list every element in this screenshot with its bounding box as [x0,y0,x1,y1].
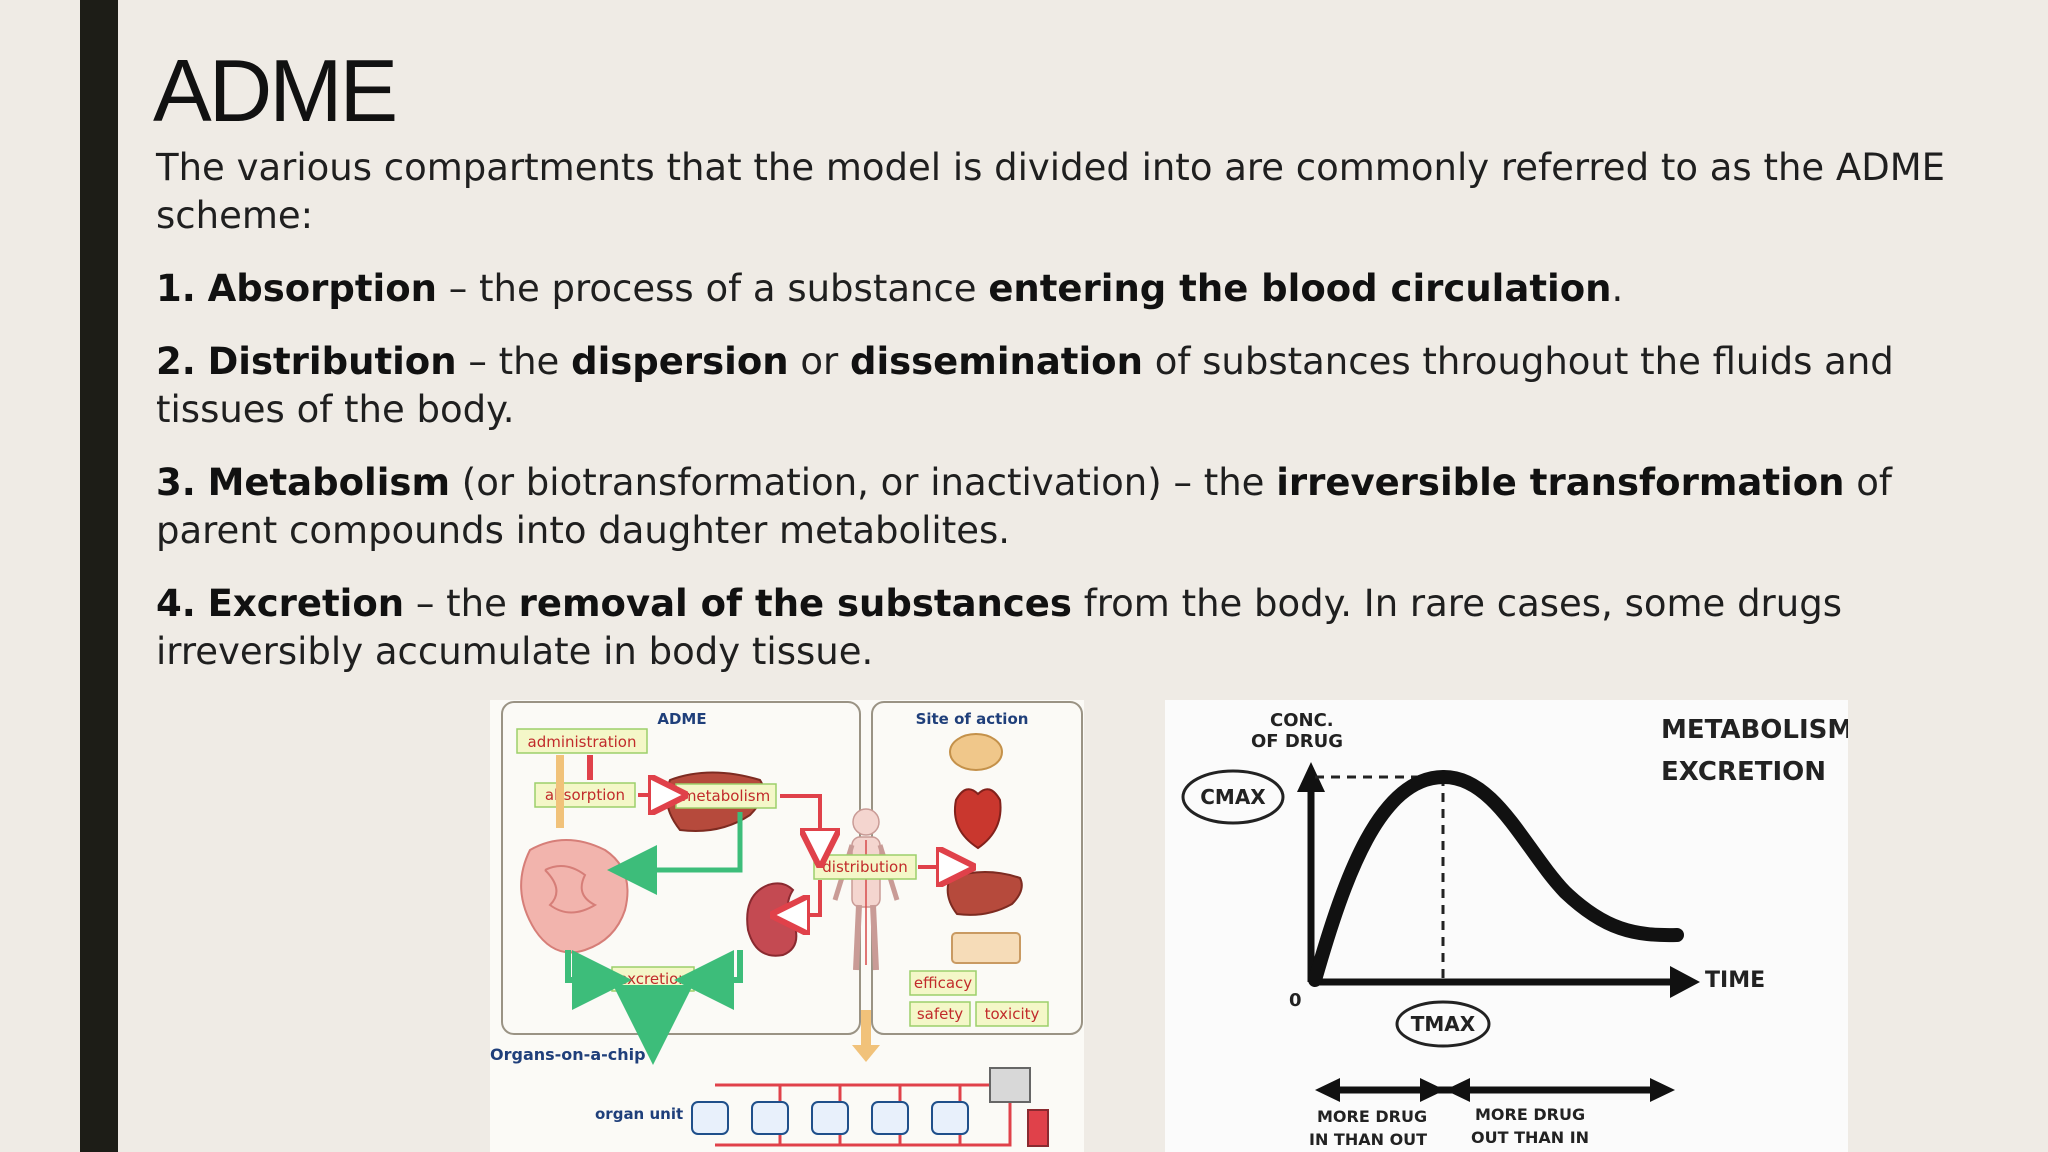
adme-scheme-svg: ADME Site of action administration [490,701,1083,1147]
svg-text:administration: administration [528,733,637,751]
efficacy-label: efficacy [909,970,977,996]
svg-text:excretion: excretion [618,970,688,988]
intestine-icon [520,839,629,954]
svg-text:TMAX: TMAX [1411,1012,1476,1036]
skin-icon [951,932,1021,964]
to-distribution-arrow [780,794,820,848]
excretion-label: EXCRETION [1661,757,1826,787]
more-out-line2: OUT THAN IN [1471,1128,1589,1147]
accent-bar [80,0,118,1152]
slide-title: ADME [153,41,398,140]
origin-label: 0 [1289,990,1302,1011]
kidney-icon [746,882,798,957]
svg-text:metabolism: metabolism [682,787,770,805]
svg-text:safety: safety [917,1005,963,1023]
excretion-label: excretion [611,966,695,992]
heart-icon [954,788,1002,850]
concentration-curve [1308,769,1684,987]
list-item-distribution: 2. Distribution – the dispersion or diss… [156,340,1894,431]
site-heading: Site of action [916,710,1029,728]
metabolism-label: METABOLISM [1661,715,1848,745]
administration-label: administration [516,728,648,754]
enterohepatic-arrow [607,812,743,895]
excretion-arrow-left [565,950,632,1010]
list-item-metabolism: 3. Metabolism (or biotransformation, or … [156,461,1892,552]
organs-on-chip-title: Organs-on-a-chip [490,1045,646,1064]
more-out-line1: MORE DRUG [1475,1105,1585,1124]
cmax-label: CMAX [1181,769,1285,825]
human-body-icon [832,808,900,971]
y-axis-label-line2: OF DRUG [1251,731,1343,752]
svg-text:toxicity: toxicity [985,1005,1040,1023]
adme-heading: ADME [657,710,706,728]
svg-text:absorption: absorption [545,786,625,804]
more-in-line1: MORE DRUG [1317,1107,1427,1126]
y-axis-label-line1: CONC. [1270,710,1334,731]
brain-icon [949,733,1003,771]
chip-circuit [691,1067,1049,1147]
more-in-line2: IN THAN OUT [1309,1130,1427,1149]
organ-unit-label: organ unit [595,1105,683,1123]
concentration-time-figure: CONC. OF DRUG METABOLISM EXCRETION CMAX … [1165,700,1848,1152]
safety-label: safety [909,1001,971,1027]
absorption-label: absorption [534,782,636,808]
slide-body: The various compartments that the model … [156,144,1996,701]
svg-text:distribution: distribution [822,858,907,876]
list-item-absorption: 1. Absorption – the process of a substan… [156,267,1624,310]
liver-site-icon [946,871,1023,916]
excretion-arrow-right [674,950,743,1010]
adme-scheme-figure: ADME Site of action administration [490,700,1084,1152]
time-label: TIME [1705,968,1765,993]
concentration-curve-svg: CONC. OF DRUG METABOLISM EXCRETION CMAX … [1181,710,1848,1149]
distribution-label: distribution [813,854,917,880]
toxicity-label: toxicity [975,1001,1049,1027]
svg-text:efficacy: efficacy [914,974,972,992]
intro-text: The various compartments that the model … [156,146,1946,237]
metabolism-label: metabolism [675,783,777,809]
list-item-excretion: 4. Excretion – the removal of the substa… [156,582,1842,673]
svg-text:CMAX: CMAX [1200,785,1266,809]
tmax-label: TMAX [1395,1000,1491,1048]
